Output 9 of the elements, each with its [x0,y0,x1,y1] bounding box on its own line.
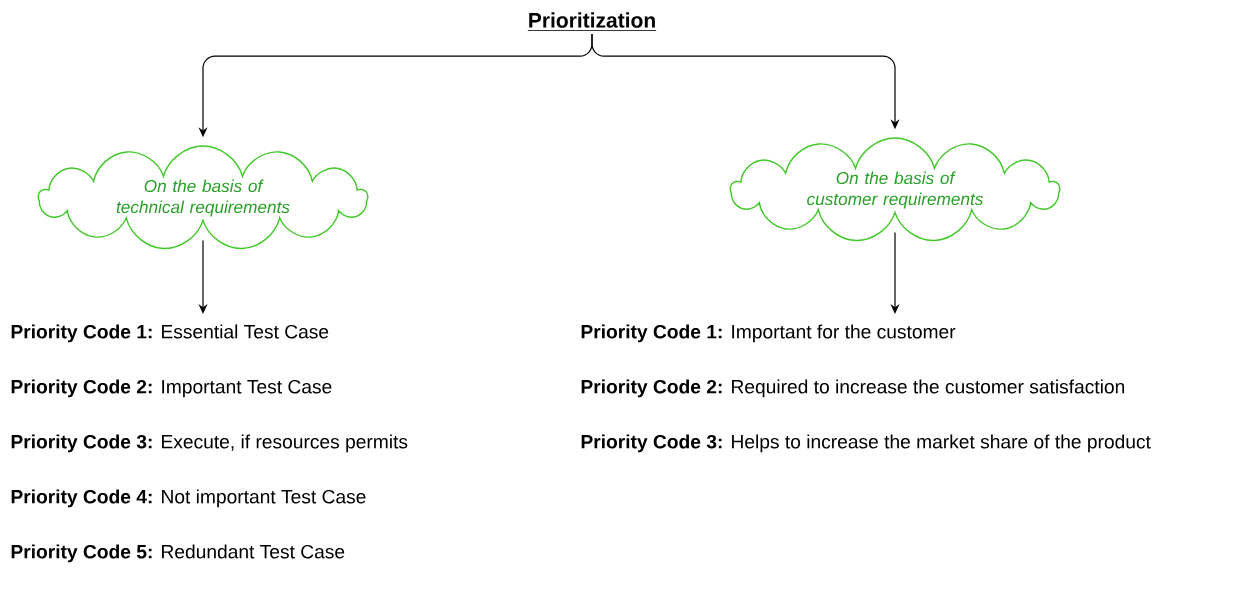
list-item: Priority Code 3: Execute, if resources permits [11,434,408,453]
list-item: Priority Code 4: Not important Test Case [11,489,366,508]
list-item: Priority Code 3: Helps to increase the market share of the product [581,434,1151,453]
list-item: Priority Code 2: Required to increase the customer satisfaction [581,379,1125,398]
list-item: Priority Code 1: Essential Test Case [11,324,329,343]
list-item: Priority Code 2: Important Test Case [11,379,332,398]
list-item: Priority Code 1: Important for the customer [581,324,956,343]
title: Prioritization [527,12,657,31]
list-item: Priority Code 5: Redundant Test Case [11,544,345,563]
